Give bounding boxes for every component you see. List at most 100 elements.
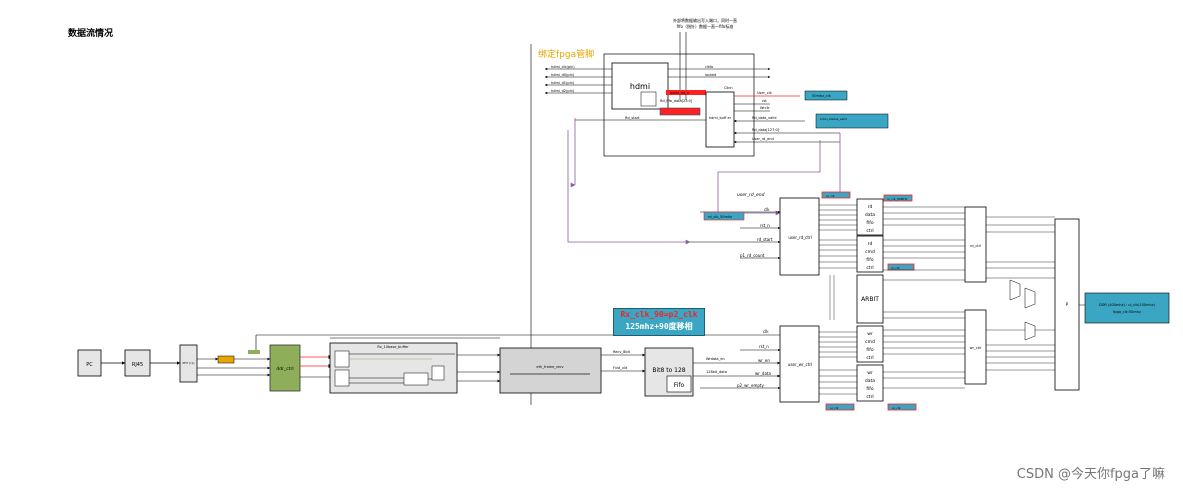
rj45-label: RJ45 bbox=[132, 362, 143, 368]
user-wr-ctrl-block: user_wr_ctrl bbox=[779, 325, 820, 403]
clkfo-label: clkfo bbox=[705, 65, 713, 69]
page-title: 数据流情况 bbox=[68, 29, 114, 39]
svg-text:ctrl: ctrl bbox=[866, 355, 873, 361]
hdmi-buff-block: hdmi_buff er bbox=[705, 91, 735, 148]
user-rd-ctrl-block: user_rd_ctrl bbox=[779, 197, 820, 276]
rd-bus-wires bbox=[819, 204, 857, 269]
ui-clk-b-label: ui_clk_50MHz bbox=[887, 197, 908, 201]
ddr-note: DDR (400mhz) : ui_clk(100mhz) fpga_clk:5… bbox=[1084, 292, 1170, 324]
rd-start-top-label: Rd_start bbox=[625, 116, 640, 120]
p-label: P bbox=[1066, 302, 1069, 307]
clkin-label: Clkin bbox=[724, 86, 733, 90]
hdmi-status-label: hdmi_status_valid bbox=[820, 117, 847, 121]
rd-clk-in: clk bbox=[764, 207, 770, 212]
rx-clk-note: Rx_clk_90=p2_clk 125mhz+90度移相 bbox=[613, 308, 705, 336]
user-rd-end-purple: user_rd_end bbox=[737, 192, 765, 198]
hdmi-inputs: hdmi_clk(pin) hdmi_d0(pin) hdmi_d1(pin) … bbox=[544, 65, 612, 95]
hdmi-rst-tag bbox=[666, 90, 706, 95]
red-tag-hdmi bbox=[659, 107, 701, 116]
fifo-label: Fifo bbox=[674, 382, 685, 389]
svg-text:fifo: fifo bbox=[866, 386, 873, 392]
wr-ctrl-label: wr_ctrl bbox=[970, 346, 982, 350]
recv-8bit-label: Recv_8bit bbox=[613, 350, 631, 354]
eth-frame-block: eth_frame_recv bbox=[499, 347, 602, 394]
locked-label: locked bbox=[705, 73, 716, 77]
pc-label: PC bbox=[86, 362, 93, 368]
svg-text:rd: rd bbox=[868, 204, 873, 210]
fifo-to-ctrl-wires bbox=[883, 206, 965, 389]
top-note: 外部将数据输出写入端口，同时一直 fifo（指针）数据一直—fifo标准 bbox=[650, 18, 760, 30]
rd-clk-tag bbox=[703, 211, 745, 221]
rd-rst-in: rst_n bbox=[760, 223, 770, 228]
user-wr-ctrl-label: user_wr_ctrl bbox=[788, 362, 812, 367]
user-rd-ctrl-label: user_rd_ctrl bbox=[788, 235, 811, 240]
hdmi-status-note bbox=[815, 113, 889, 129]
cfg-clk-tag bbox=[804, 90, 848, 101]
hdmi-d1-pin: hdmi_d1(pin) bbox=[551, 81, 575, 85]
wr-ctrl-block: wr_ctrl bbox=[964, 309, 987, 385]
128bit-data-label: 128bit_data bbox=[706, 370, 727, 374]
arbit-block: ARBIT bbox=[856, 274, 884, 324]
wrclk-label: Wrclk bbox=[760, 106, 771, 110]
svg-text:fifo: fifo bbox=[866, 257, 873, 263]
wr-empty-in: p2_wr_empty bbox=[737, 383, 764, 388]
wrdata-en-label: Wrdata_en bbox=[706, 357, 725, 361]
svg-text:wr: wr bbox=[867, 331, 873, 337]
svg-text:ctrl: ctrl bbox=[866, 394, 873, 400]
svg-text:data: data bbox=[865, 212, 875, 218]
ddr-ctrl-label: ddr_ctrl bbox=[276, 366, 293, 372]
wr-cmd-fifo-block: wr cmd fifo ctrl bbox=[856, 325, 884, 363]
rd-ctrl-label: rd_ctrl bbox=[970, 244, 981, 248]
hdmi-rst-label: hdmi_rst_n bbox=[670, 91, 689, 95]
bit8to128-block: Bit8 to 128 Fifo bbox=[644, 347, 694, 397]
wr-data-in: wr_data bbox=[755, 371, 771, 376]
wr-bus-wires bbox=[819, 331, 857, 395]
wr-data-fifo-block: wr data fifo ctrl bbox=[856, 364, 884, 402]
rd-count-in: p1_rd_count bbox=[740, 253, 765, 258]
cfg-clk-label: 50mhz_clk bbox=[812, 94, 832, 98]
rd-data-label: Rd_data[127:0] bbox=[752, 128, 780, 132]
svg-text:fifo: fifo bbox=[866, 347, 873, 353]
fvid-vld-label: Fvid_vld bbox=[613, 366, 627, 370]
rst-label: rst bbox=[762, 99, 767, 103]
hdmi-d0-pin: hdmi_d0(pin) bbox=[551, 73, 575, 77]
hdmi-clk-pin: hdmi_clk(pin) bbox=[551, 65, 575, 69]
svg-text:rd: rd bbox=[868, 241, 873, 247]
ddr-ctrl-block: ddr_ctrl bbox=[269, 344, 301, 392]
svg-text:cmd: cmd bbox=[865, 249, 875, 255]
rx-buffer-label: Rx_10base_buffer bbox=[377, 345, 409, 349]
rd-data-fifo-block: rd data fifo ctrl bbox=[856, 198, 884, 236]
user-rd-end-label: User_rd_end bbox=[752, 137, 774, 141]
hdmi-label: hdmi bbox=[630, 82, 650, 91]
ui-clk-tag-e bbox=[887, 403, 917, 411]
phy-block: PHY (rx) bbox=[179, 344, 198, 383]
ui-clk-d-label: ui_clk bbox=[830, 406, 839, 410]
pll-small-block bbox=[217, 355, 235, 364]
rj45-block: RJ45 bbox=[124, 349, 151, 377]
arbit-label: ARBIT bbox=[861, 296, 879, 303]
svg-text:ctrl: ctrl bbox=[866, 265, 873, 271]
rx-buffer-block: Rx_10base_buffer bbox=[329, 342, 458, 394]
hdmi-buff-label: hdmi_buff er bbox=[709, 116, 732, 120]
rd-ctrl-block: rd_ctrl bbox=[964, 206, 987, 283]
svg-text:fpga_clk:50mhz: fpga_clk:50mhz bbox=[1113, 310, 1141, 314]
rd-fifo-data-label: Rd_fifo_data[23:0] bbox=[660, 99, 693, 103]
top-note-line-2: fifo（指针）数据一直—fifo标准 bbox=[676, 24, 734, 29]
svg-text:fifo: fifo bbox=[866, 220, 873, 226]
ctrl-to-p-wires bbox=[986, 216, 1055, 371]
svg-text:wr: wr bbox=[867, 370, 873, 376]
rx-clk-line-2: 125mhz+90度移相 bbox=[625, 322, 693, 331]
svg-text:data: data bbox=[865, 378, 875, 384]
ui-clk-tag-d bbox=[825, 403, 855, 411]
rd-data-valid-label: Rd_data_valid bbox=[752, 116, 776, 120]
eth-frame-label: eth_frame_recv bbox=[536, 365, 563, 369]
svg-text:DDR (400mhz) : ui_clk(100mhz): DDR (400mhz) : ui_clk(100mhz) bbox=[1099, 303, 1156, 307]
pc-block: PC bbox=[77, 349, 102, 377]
mux-shapes bbox=[1009, 279, 1036, 341]
p-block: P bbox=[1054, 218, 1080, 391]
ui-clk-e-label: ui_clk bbox=[892, 406, 901, 410]
hdmi-block: hdmi bbox=[611, 62, 669, 110]
ui-clk-f-label: ui_clk bbox=[0, 0, 3, 1]
ui-clk-c-label: ui_clk bbox=[891, 266, 900, 270]
